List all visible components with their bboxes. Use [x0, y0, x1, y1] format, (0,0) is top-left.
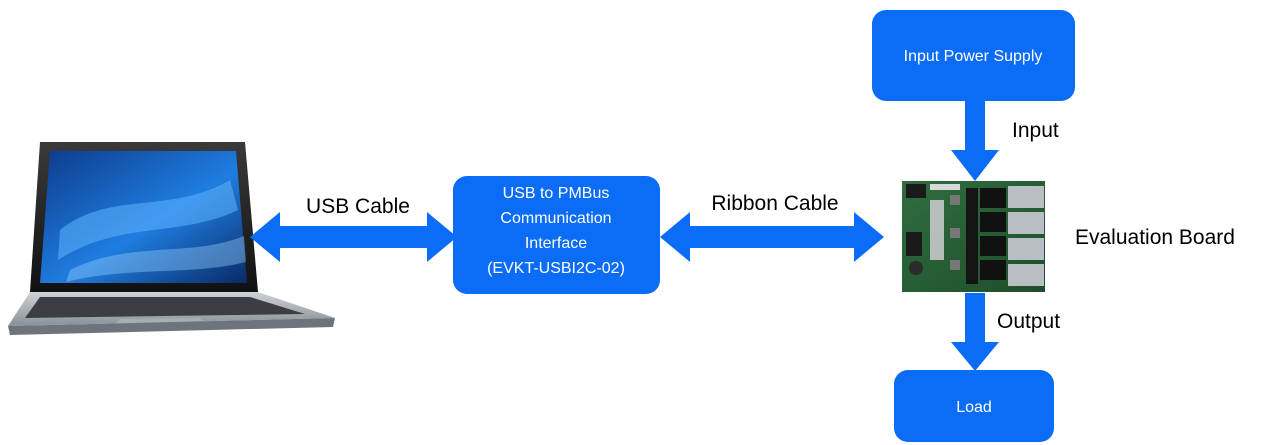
usb-cable-arrow — [250, 212, 457, 262]
ribbon-cable-label: Ribbon Cable — [711, 192, 838, 215]
interface-line-3: Interface — [525, 235, 587, 252]
interface-line-2: Communication — [500, 210, 611, 227]
output-arrow — [951, 293, 999, 371]
interface-line-4: (EVKT-USBI2C-02) — [487, 260, 625, 277]
input-arrow — [951, 101, 999, 181]
evaluation-board-image — [902, 181, 1045, 292]
usb-cable-label: USB Cable — [306, 195, 410, 218]
laptop-image — [8, 142, 335, 335]
interface-line-1: USB to PMBus — [503, 185, 610, 202]
load-box — [894, 370, 1054, 442]
output-label: Output — [997, 310, 1060, 333]
evaluation-board-label: Evaluation Board — [1075, 226, 1235, 249]
ribbon-cable-arrow — [660, 212, 884, 262]
input-label: Input — [1012, 119, 1059, 142]
input-power-supply-label: Input Power Supply — [904, 48, 1043, 65]
input-power-supply-box — [872, 10, 1075, 101]
load-label: Load — [956, 399, 992, 416]
interface-box — [453, 176, 660, 294]
